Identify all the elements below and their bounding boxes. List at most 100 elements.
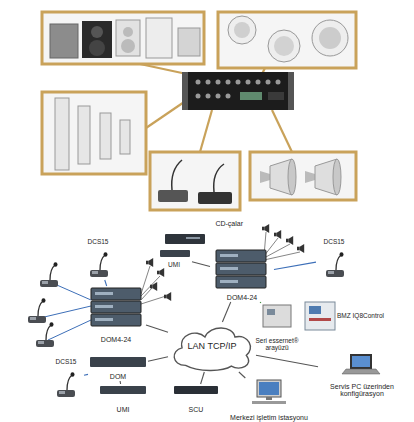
speaker-symbol bbox=[150, 282, 157, 291]
wall-speaker-panel bbox=[82, 21, 112, 58]
interface-box bbox=[263, 302, 335, 330]
cloud-shape bbox=[174, 328, 250, 371]
mixer-amplifier bbox=[288, 72, 294, 110]
device-label: DOM4-24 bbox=[101, 336, 131, 344]
mixer-amplifier bbox=[246, 80, 251, 85]
output-module-node: DOM bbox=[88, 355, 148, 381]
interface-box bbox=[309, 318, 331, 321]
device-label: LAN TCP/IP bbox=[188, 342, 237, 352]
microphone-symbol bbox=[40, 262, 58, 287]
column-speaker-panel bbox=[42, 92, 146, 174]
device-label: DOM bbox=[110, 373, 126, 381]
network-connector bbox=[192, 262, 210, 267]
horn-speaker-panel bbox=[250, 152, 356, 200]
player-node: CD-çalar bbox=[163, 220, 243, 246]
signal-wire bbox=[40, 306, 91, 318]
horn-speaker-panel bbox=[288, 159, 296, 195]
microphone-symbol bbox=[28, 298, 46, 323]
device-label: DCS15 bbox=[56, 358, 77, 365]
unit-device bbox=[174, 386, 218, 394]
ceiling-speaker-panel bbox=[268, 30, 300, 62]
wall-speaker-panel bbox=[178, 28, 200, 56]
network-connector bbox=[274, 262, 316, 269]
mixer-amplifier bbox=[266, 80, 271, 85]
microphone-panel bbox=[172, 160, 182, 190]
rack-device bbox=[95, 292, 113, 295]
wall-speaker-panel bbox=[146, 18, 172, 58]
speaker-symbol bbox=[157, 268, 164, 277]
collage-link bbox=[200, 110, 212, 152]
rack-device bbox=[220, 254, 238, 257]
collage-link bbox=[140, 64, 292, 152]
rack-device bbox=[220, 267, 238, 270]
unit-device bbox=[165, 234, 205, 244]
collage-link bbox=[272, 110, 292, 152]
control-unit-node: SCU bbox=[172, 384, 220, 414]
speaker-wire bbox=[141, 276, 160, 296]
network-connector bbox=[120, 381, 122, 384]
interface-node: UMI bbox=[98, 384, 148, 414]
mixer-amplifier bbox=[182, 72, 188, 110]
interface-box bbox=[267, 309, 275, 315]
workstation-node: Merkezi işletim istasyonu bbox=[222, 378, 316, 422]
device-label: DOM4-24 bbox=[227, 294, 257, 302]
speaker-symbol bbox=[274, 230, 281, 239]
network-connector bbox=[148, 357, 168, 361]
horn-speaker-panel bbox=[305, 171, 315, 183]
ceiling-speaker-panel bbox=[234, 22, 250, 38]
rack-device bbox=[216, 263, 266, 275]
wall-speaker-panel bbox=[89, 40, 105, 56]
ceiling-speaker-panel bbox=[218, 12, 356, 68]
computer-icon bbox=[342, 369, 380, 374]
column-speaker-panel bbox=[55, 98, 69, 170]
network-connector bbox=[201, 372, 205, 384]
speaker-wire bbox=[264, 252, 300, 260]
ceiling-speaker-panel bbox=[319, 27, 341, 49]
wall-speaker-panel bbox=[116, 20, 140, 56]
rack-device bbox=[91, 314, 141, 326]
column-speaker-panel bbox=[42, 92, 146, 174]
microphone-panel bbox=[150, 152, 240, 210]
rack-device bbox=[91, 288, 141, 300]
rack-device bbox=[216, 276, 266, 288]
signal-wire bbox=[48, 320, 91, 340]
rack-node: DOM4-24 bbox=[86, 286, 146, 344]
mixer-amplifier bbox=[236, 80, 241, 85]
network-connector bbox=[84, 374, 88, 376]
device-label: UMI bbox=[168, 261, 180, 268]
microphone-panel bbox=[158, 190, 188, 202]
horn-speaker-panel bbox=[260, 171, 270, 183]
laptop-node: Servis PC üzerinden konfigürasyon bbox=[318, 352, 406, 398]
network-connector bbox=[256, 355, 318, 367]
mixer-amplifier bbox=[216, 80, 221, 85]
product-collage bbox=[42, 12, 356, 210]
device-label: SCU bbox=[189, 406, 204, 414]
speaker-wire bbox=[141, 288, 152, 300]
computer-icon bbox=[350, 354, 372, 369]
interface-node: UMI bbox=[156, 246, 192, 268]
microphone-symbol bbox=[36, 322, 54, 347]
device-label: Servis PC üzerinden konfigürasyon bbox=[318, 383, 406, 398]
computer-icon bbox=[266, 397, 272, 400]
column-speaker-panel bbox=[78, 106, 90, 164]
microphone-symbol bbox=[90, 252, 108, 277]
mixer-amplifier bbox=[196, 94, 201, 99]
interface-box bbox=[305, 302, 335, 330]
device-label: CD-çalar bbox=[215, 220, 243, 228]
mixer-amplifier bbox=[182, 72, 294, 110]
mixer-amplifier bbox=[206, 94, 211, 99]
ceiling-speaker-panel bbox=[218, 12, 356, 68]
call-station-node: DCS15 bbox=[316, 238, 352, 280]
column-speaker-panel bbox=[120, 120, 130, 154]
computer-icon bbox=[252, 401, 286, 404]
speaker-symbol bbox=[286, 236, 293, 245]
wall-speaker-panel bbox=[50, 24, 78, 58]
rack-device bbox=[216, 250, 266, 262]
network-connector bbox=[146, 325, 168, 332]
rack-node: DOM4-24 bbox=[210, 248, 274, 302]
mixer-amplifier bbox=[256, 80, 261, 85]
network-illustration bbox=[28, 224, 380, 404]
network-cloud: LAN TCP/IP bbox=[168, 322, 256, 372]
rack-device bbox=[95, 318, 113, 321]
microphone-symbol bbox=[57, 372, 75, 397]
